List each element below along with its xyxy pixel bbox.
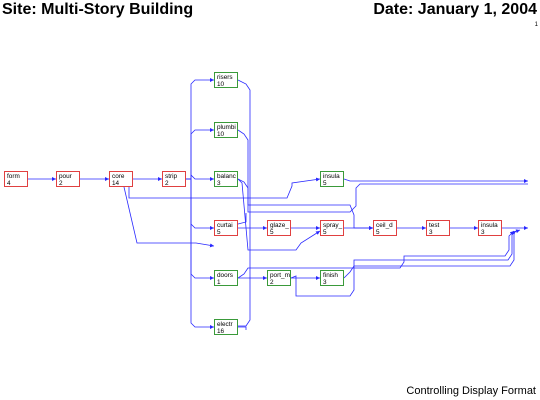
activity-label: ceil_d [376,222,393,229]
activity-duration: 5 [323,229,327,236]
activity-label: risers [217,74,233,81]
link-strip-curtai [186,178,214,230]
activity-duration: 10 [217,131,225,138]
link-curtai-up [237,213,247,225]
activity-label: balanc [217,173,236,180]
activity-duration: 2 [59,180,63,187]
activity-duration: 3 [323,279,327,286]
link-strip-electr [186,178,214,329]
link-finish-right [343,229,521,279]
activity-node-glaze: glaze_5 [267,220,291,236]
activity-label: form [7,173,20,180]
activity-duration: 14 [112,180,120,187]
activity-duration: 3 [217,180,221,187]
activity-duration: 3 [429,229,433,236]
activity-label: curtai [217,222,233,229]
link-portm-right [290,230,517,297]
activity-label: core [112,173,125,180]
link-balanc-down [237,178,321,251]
link-strip-risers [186,78,214,180]
link-strip-doors [186,178,214,280]
activity-duration: 5 [323,180,327,187]
link-doors-right [237,230,515,279]
activity-label: finish [323,272,338,279]
activity-label: spray_ [323,222,343,229]
activity-duration: 10 [217,81,225,88]
activity-duration: 5 [270,229,274,236]
site-title: Site: Multi-Story Building [2,1,194,18]
link-core-curtai [123,186,215,248]
activity-label: glaze_ [270,222,289,229]
activity-label: plumbi [217,124,236,131]
activity-duration: 4 [7,180,11,187]
footer-caption: Controlling Display Format [406,385,536,397]
link-strip-balanc [186,174,214,181]
activity-node-spray: spray_5 [320,220,344,236]
activity-duration: 2 [270,279,274,286]
date-title: Date: January 1, 2004 [373,1,537,18]
activity-duration: 3 [481,229,485,236]
activity-label: strip [165,173,178,180]
activity-label: electr [217,321,233,328]
activity-label: pour [59,173,72,180]
link-electr-right [238,326,247,330]
activity-label: doors [217,272,233,279]
link-balanc-right [237,178,528,213]
activity-label: test [429,222,440,229]
link-plumbi-spray [237,129,373,230]
link-core-insula1 [128,177,321,199]
activity-label: insula [323,173,340,180]
link-insula1-out [343,178,528,183]
activity-label: insula [481,222,498,229]
page-number: 1 [534,22,538,28]
link-strip-plumbi [186,128,214,180]
activity-duration: 5 [376,229,380,236]
activity-duration: 1 [217,279,221,286]
activity-label: port_m [270,272,290,279]
activity-duration: 2 [165,180,169,187]
activity-duration: 5 [217,229,221,236]
activity-duration: 16 [217,328,225,335]
